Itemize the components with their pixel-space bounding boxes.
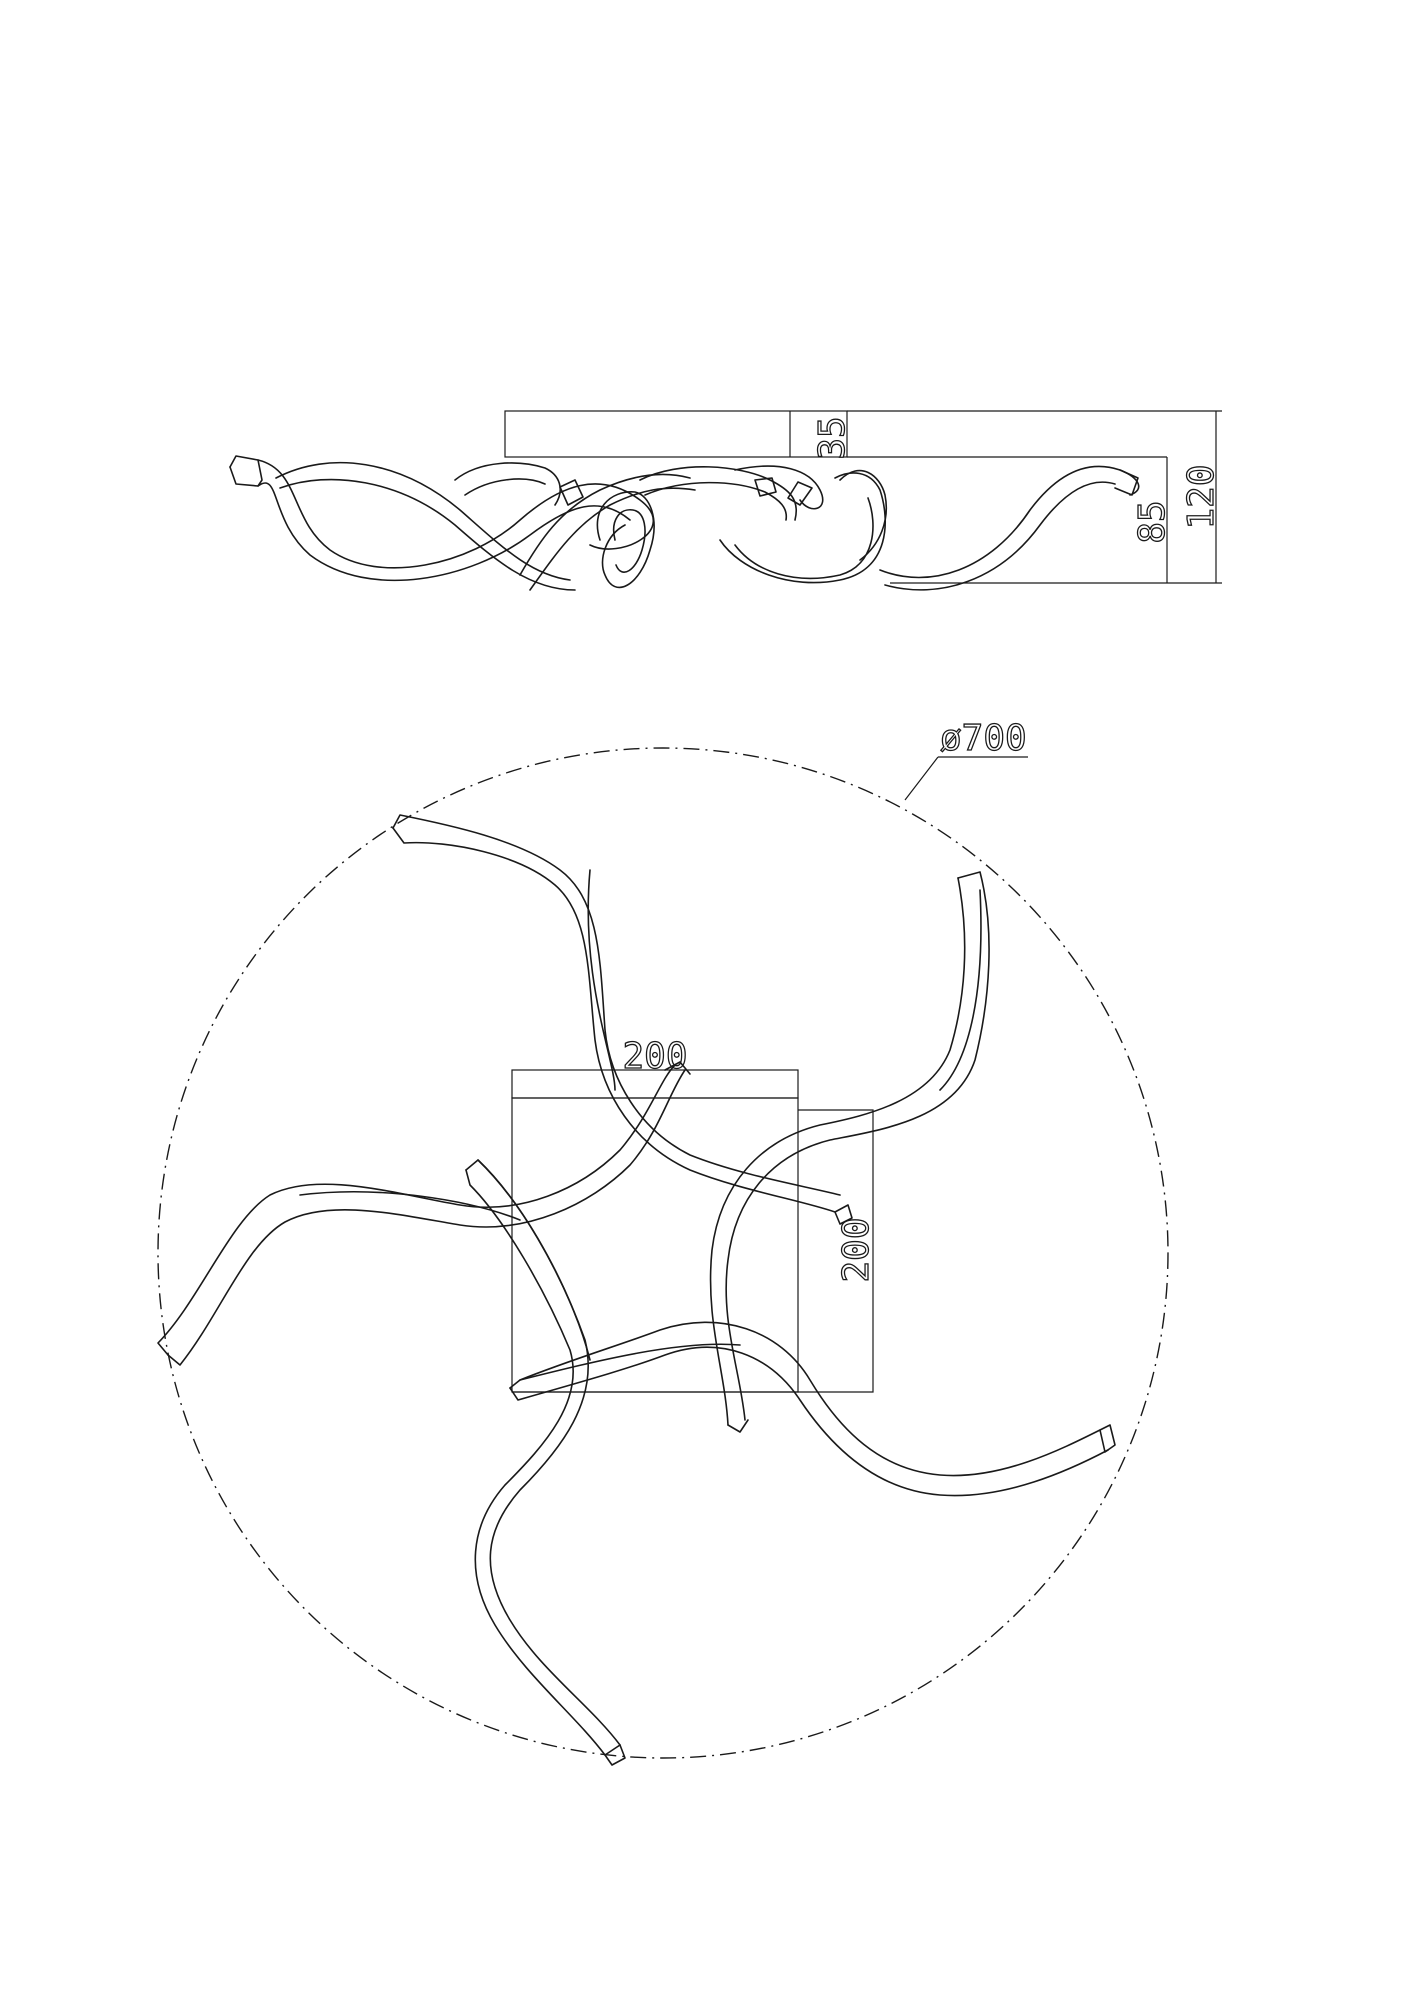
side-view: 35 85 120: [229, 410, 1223, 591]
top-view: ø700 200 200: [157, 717, 1169, 1766]
base-plate-top: [511, 1097, 799, 1393]
dim-width-label: 200: [622, 1036, 687, 1077]
side-view-arms: [229, 455, 1140, 591]
diameter-label: ø700: [940, 718, 1027, 759]
diameter-leader: [904, 756, 939, 801]
dim-120-label: 120: [1181, 464, 1222, 529]
dim-35-label: 35: [812, 416, 853, 459]
base-plate-outline: [504, 410, 848, 458]
diameter-circle: [157, 747, 1169, 1759]
base-depth-band: [798, 1109, 874, 1393]
top-view-arms: [157, 814, 1116, 1766]
dim-85-label: 85: [1132, 500, 1173, 543]
dim-depth-label: 200: [836, 1217, 877, 1282]
